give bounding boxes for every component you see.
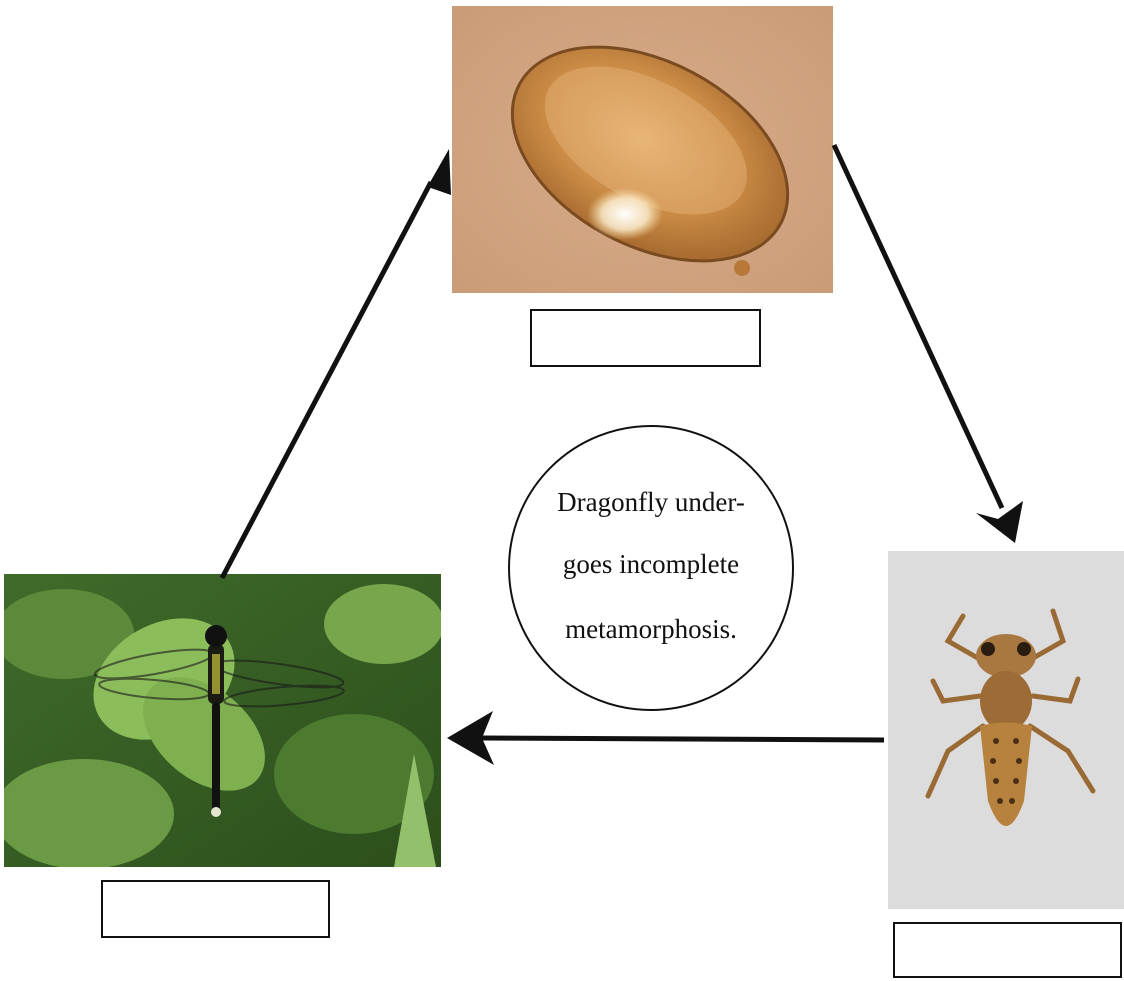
circle-text-line-3: metamorphosis. xyxy=(510,614,792,645)
circle-text-line-2: goes incomplete xyxy=(510,549,792,580)
arrow-egg-to-nymph xyxy=(834,145,1002,508)
nymph-label-box[interactable] xyxy=(893,922,1122,978)
circle-text-line-1: Dragonfly under- xyxy=(510,487,792,518)
arrow-adult-to-egg xyxy=(222,182,431,578)
arrowhead-egg-icon xyxy=(417,149,451,205)
arrow-nymph-to-adult xyxy=(482,738,884,740)
center-circle: Dragonfly under- goes incomplete metamor… xyxy=(508,425,794,711)
egg-label-box[interactable] xyxy=(530,309,761,367)
adult-label-box[interactable] xyxy=(101,880,330,938)
